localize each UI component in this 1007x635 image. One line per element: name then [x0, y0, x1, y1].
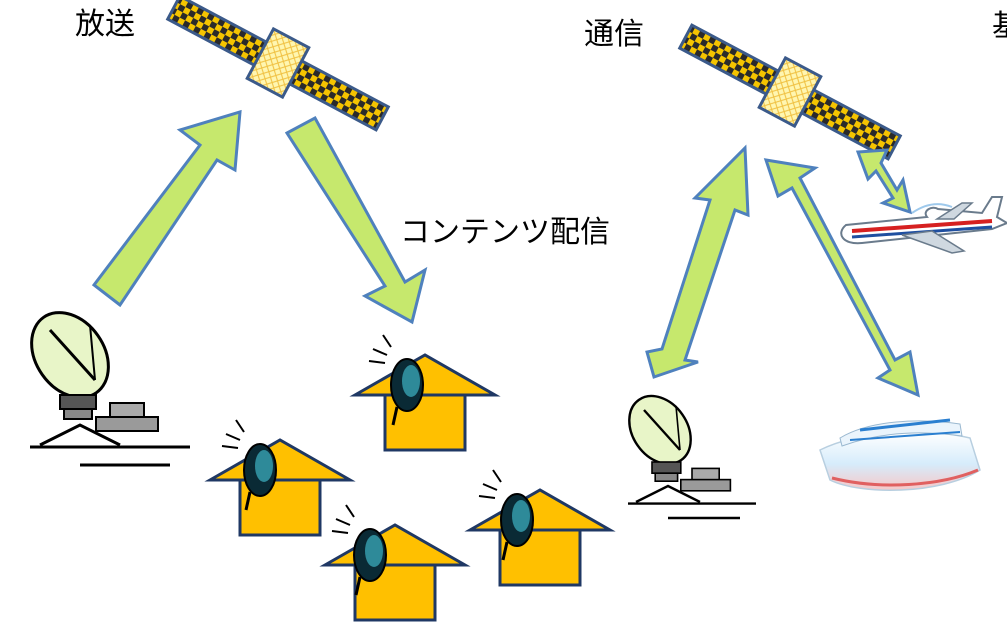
- aircraft-link-arrow: [855, 148, 913, 215]
- aircraft-icon: [840, 196, 1007, 254]
- broadcast-satellite-icon: [159, 0, 397, 145]
- home-receiver-1: [353, 333, 497, 452]
- station-link-arrow: [645, 144, 750, 379]
- content-delivery-label: コンテンツ配信: [400, 215, 610, 250]
- communication-satellite-icon: [671, 10, 909, 174]
- broadcast-ground-station-icon: [14, 296, 192, 467]
- broadcast-label: 放送: [75, 7, 135, 42]
- downlink-arrow: [284, 115, 428, 325]
- communication-ground-station-icon: [615, 383, 758, 520]
- home-receiver-3: [323, 503, 467, 622]
- home-receiver-4: [468, 468, 612, 587]
- home-receiver-2: [208, 418, 352, 537]
- communication-label: 通信: [584, 17, 644, 52]
- clipped-heading-label: 基: [992, 12, 1007, 42]
- uplink-arrow: [91, 109, 242, 308]
- ship-link-arrow: [763, 158, 920, 398]
- ship-icon: [819, 418, 981, 491]
